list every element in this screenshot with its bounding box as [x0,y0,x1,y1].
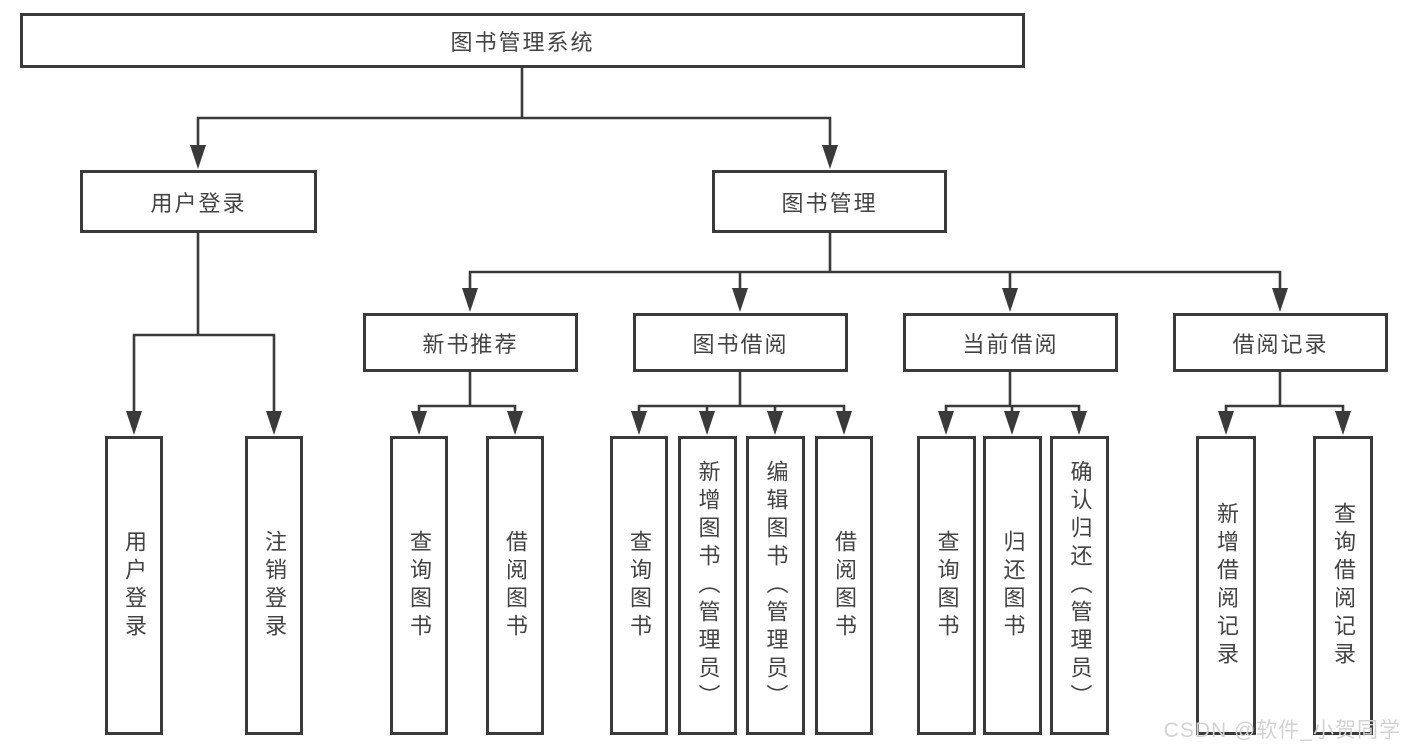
arrow-down-icon [938,411,954,435]
node-label: 图书借阅 [692,331,789,357]
node-label: 当前借阅 [962,331,1059,357]
csdn-watermark: CSDN @软件_小贺同学 [1163,719,1401,742]
leaf-query-books-recommend: 查询图书 [390,436,448,735]
node-label: 编辑图书（管理员） [763,459,789,712]
leaf-add-borrow-record: 新增借阅记录 [1196,436,1256,735]
leaf-edit-books-admin: 编辑图书（管理员） [746,436,805,735]
node-label: 用户登录 [122,529,147,642]
leaf-query-books-borrowing: 查询图书 [610,436,668,735]
arrow-down-icon [411,411,427,435]
node-label: 借阅图书 [832,529,857,642]
arrow-down-icon [462,288,478,312]
leaf-borrow-books-borrowing: 借阅图书 [815,436,873,735]
node-label: 图书管理 [781,190,878,216]
leaf-add-books-admin: 新增图书（管理员） [678,436,737,735]
node-label: 新增图书（管理员） [695,459,721,712]
node-book-management-branch: 图书管理 [712,170,947,233]
arrow-down-icon [1272,288,1288,312]
arrow-down-icon [767,411,783,435]
leaf-logout: 注销登录 [245,436,303,735]
arrow-down-icon [699,411,715,435]
arrow-down-icon [822,145,838,169]
arrow-down-icon [1002,288,1018,312]
leaf-user-login: 用户登录 [105,436,163,735]
node-label: 归还图书 [1000,529,1026,642]
node-label: 查询图书 [934,529,960,642]
arrow-down-icon [190,145,206,169]
node-label: 图书管理系统 [450,29,595,55]
arrow-down-icon [631,411,647,435]
node-label: 用户登录 [150,190,247,216]
node-label: 新增借阅记录 [1214,501,1239,670]
arrow-down-icon [1335,411,1351,435]
node-new-book-recommend: 新书推荐 [363,313,578,372]
leaf-query-borrow-record: 查询借阅记录 [1313,436,1373,735]
arrow-down-icon [266,411,282,435]
node-label: 注销登录 [262,529,287,642]
node-label: 确认归还（管理员） [1067,459,1093,712]
leaf-return-books: 归还图书 [983,436,1042,735]
node-current-borrowing: 当前借阅 [903,313,1118,372]
node-label: 查询图书 [627,529,652,642]
node-label: 借阅图书 [503,529,528,642]
leaf-confirm-return-admin: 确认归还（管理员） [1050,436,1109,735]
arrow-down-icon [126,411,142,435]
node-user-login-branch: 用户登录 [80,170,317,233]
arrow-down-icon [1218,411,1234,435]
arrow-down-icon [507,411,523,435]
leaf-query-books-current: 查询图书 [917,436,976,735]
node-book-borrowing: 图书借阅 [633,313,848,372]
node-label: 查询图书 [407,529,432,642]
node-label: 查询借阅记录 [1331,501,1356,670]
arrow-down-icon [732,288,748,312]
node-borrowing-records: 借阅记录 [1173,313,1388,372]
node-label: 借阅记录 [1232,331,1329,357]
arrow-down-icon [1004,411,1020,435]
arrow-down-icon [836,411,852,435]
arrow-down-icon [1071,411,1087,435]
node-label: 新书推荐 [422,331,519,357]
node-root-system: 图书管理系统 [20,13,1025,68]
leaf-borrow-books-recommend: 借阅图书 [486,436,544,735]
